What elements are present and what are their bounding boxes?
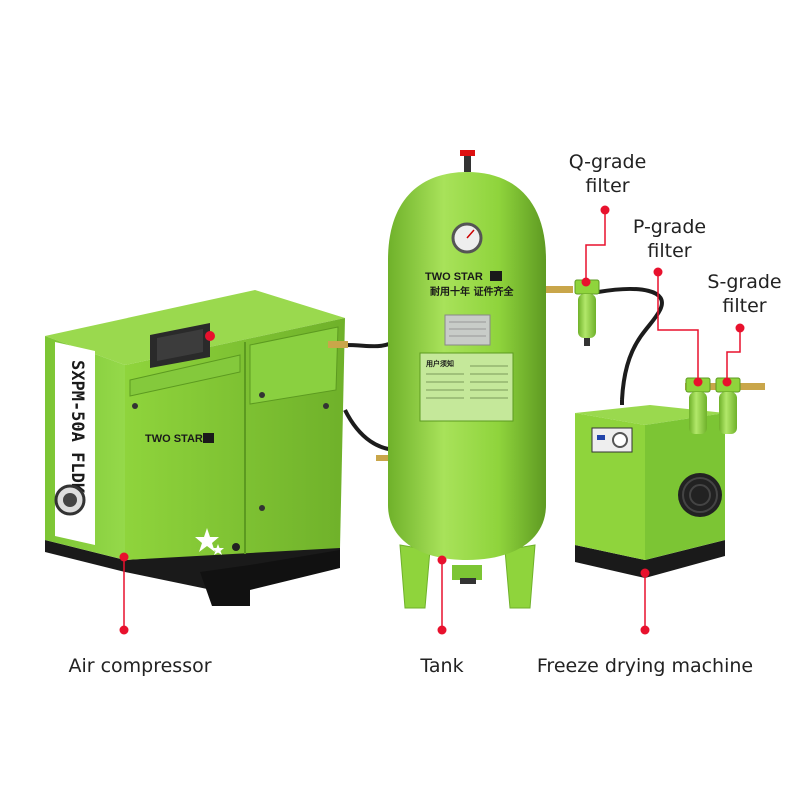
marker-dot (600, 205, 610, 215)
callouts (119, 205, 745, 635)
marker-dot (119, 625, 129, 635)
s-grade-filter (715, 377, 741, 434)
marker-dot (722, 377, 732, 387)
marker-dot (735, 323, 745, 333)
air-tank: TWO STAR 耐用十年 证件齐全 用户须知 (388, 150, 546, 609)
dryer-gauge-icon (612, 432, 628, 448)
tank-notice (419, 352, 514, 422)
compressor-model-text: SXPM-50A FLDK (67, 360, 87, 494)
tank-brand: TWO STAR (425, 271, 483, 283)
marker-dot (119, 552, 129, 562)
label-s-grade-filter: S-grade filter (707, 271, 782, 317)
label-air-compressor: Air compressor (68, 655, 212, 677)
marker-dot (653, 267, 663, 277)
q-grade-filter (574, 279, 600, 346)
marker-dot (437, 555, 447, 565)
label-tank: Tank (420, 655, 464, 677)
p-grade-filter (685, 377, 711, 434)
marker-dot (640, 625, 650, 635)
fan-icon (678, 473, 722, 517)
svg-text:用户须知: 用户须知 (426, 359, 454, 368)
label-q-grade-filter: Q-grade filter (568, 151, 647, 197)
label-p-grade-filter: P-grade filter (632, 216, 707, 262)
tank-nameplate (444, 314, 491, 346)
emergency-stop-icon (205, 331, 215, 341)
compressor-brand: TWO STAR (145, 433, 203, 445)
marker-dot (581, 277, 591, 287)
marker-dot (437, 625, 447, 635)
air-compressor: SXPM-50A FLDK TWO STAR (45, 290, 345, 606)
marker-dot (640, 568, 650, 578)
freeze-dryer (575, 405, 725, 578)
tank-slogan: 耐用十年 证件齐全 (430, 285, 514, 298)
marker-dot (693, 377, 703, 387)
star-icon (195, 528, 219, 552)
label-freeze-dryer: Freeze drying machine (536, 655, 754, 677)
